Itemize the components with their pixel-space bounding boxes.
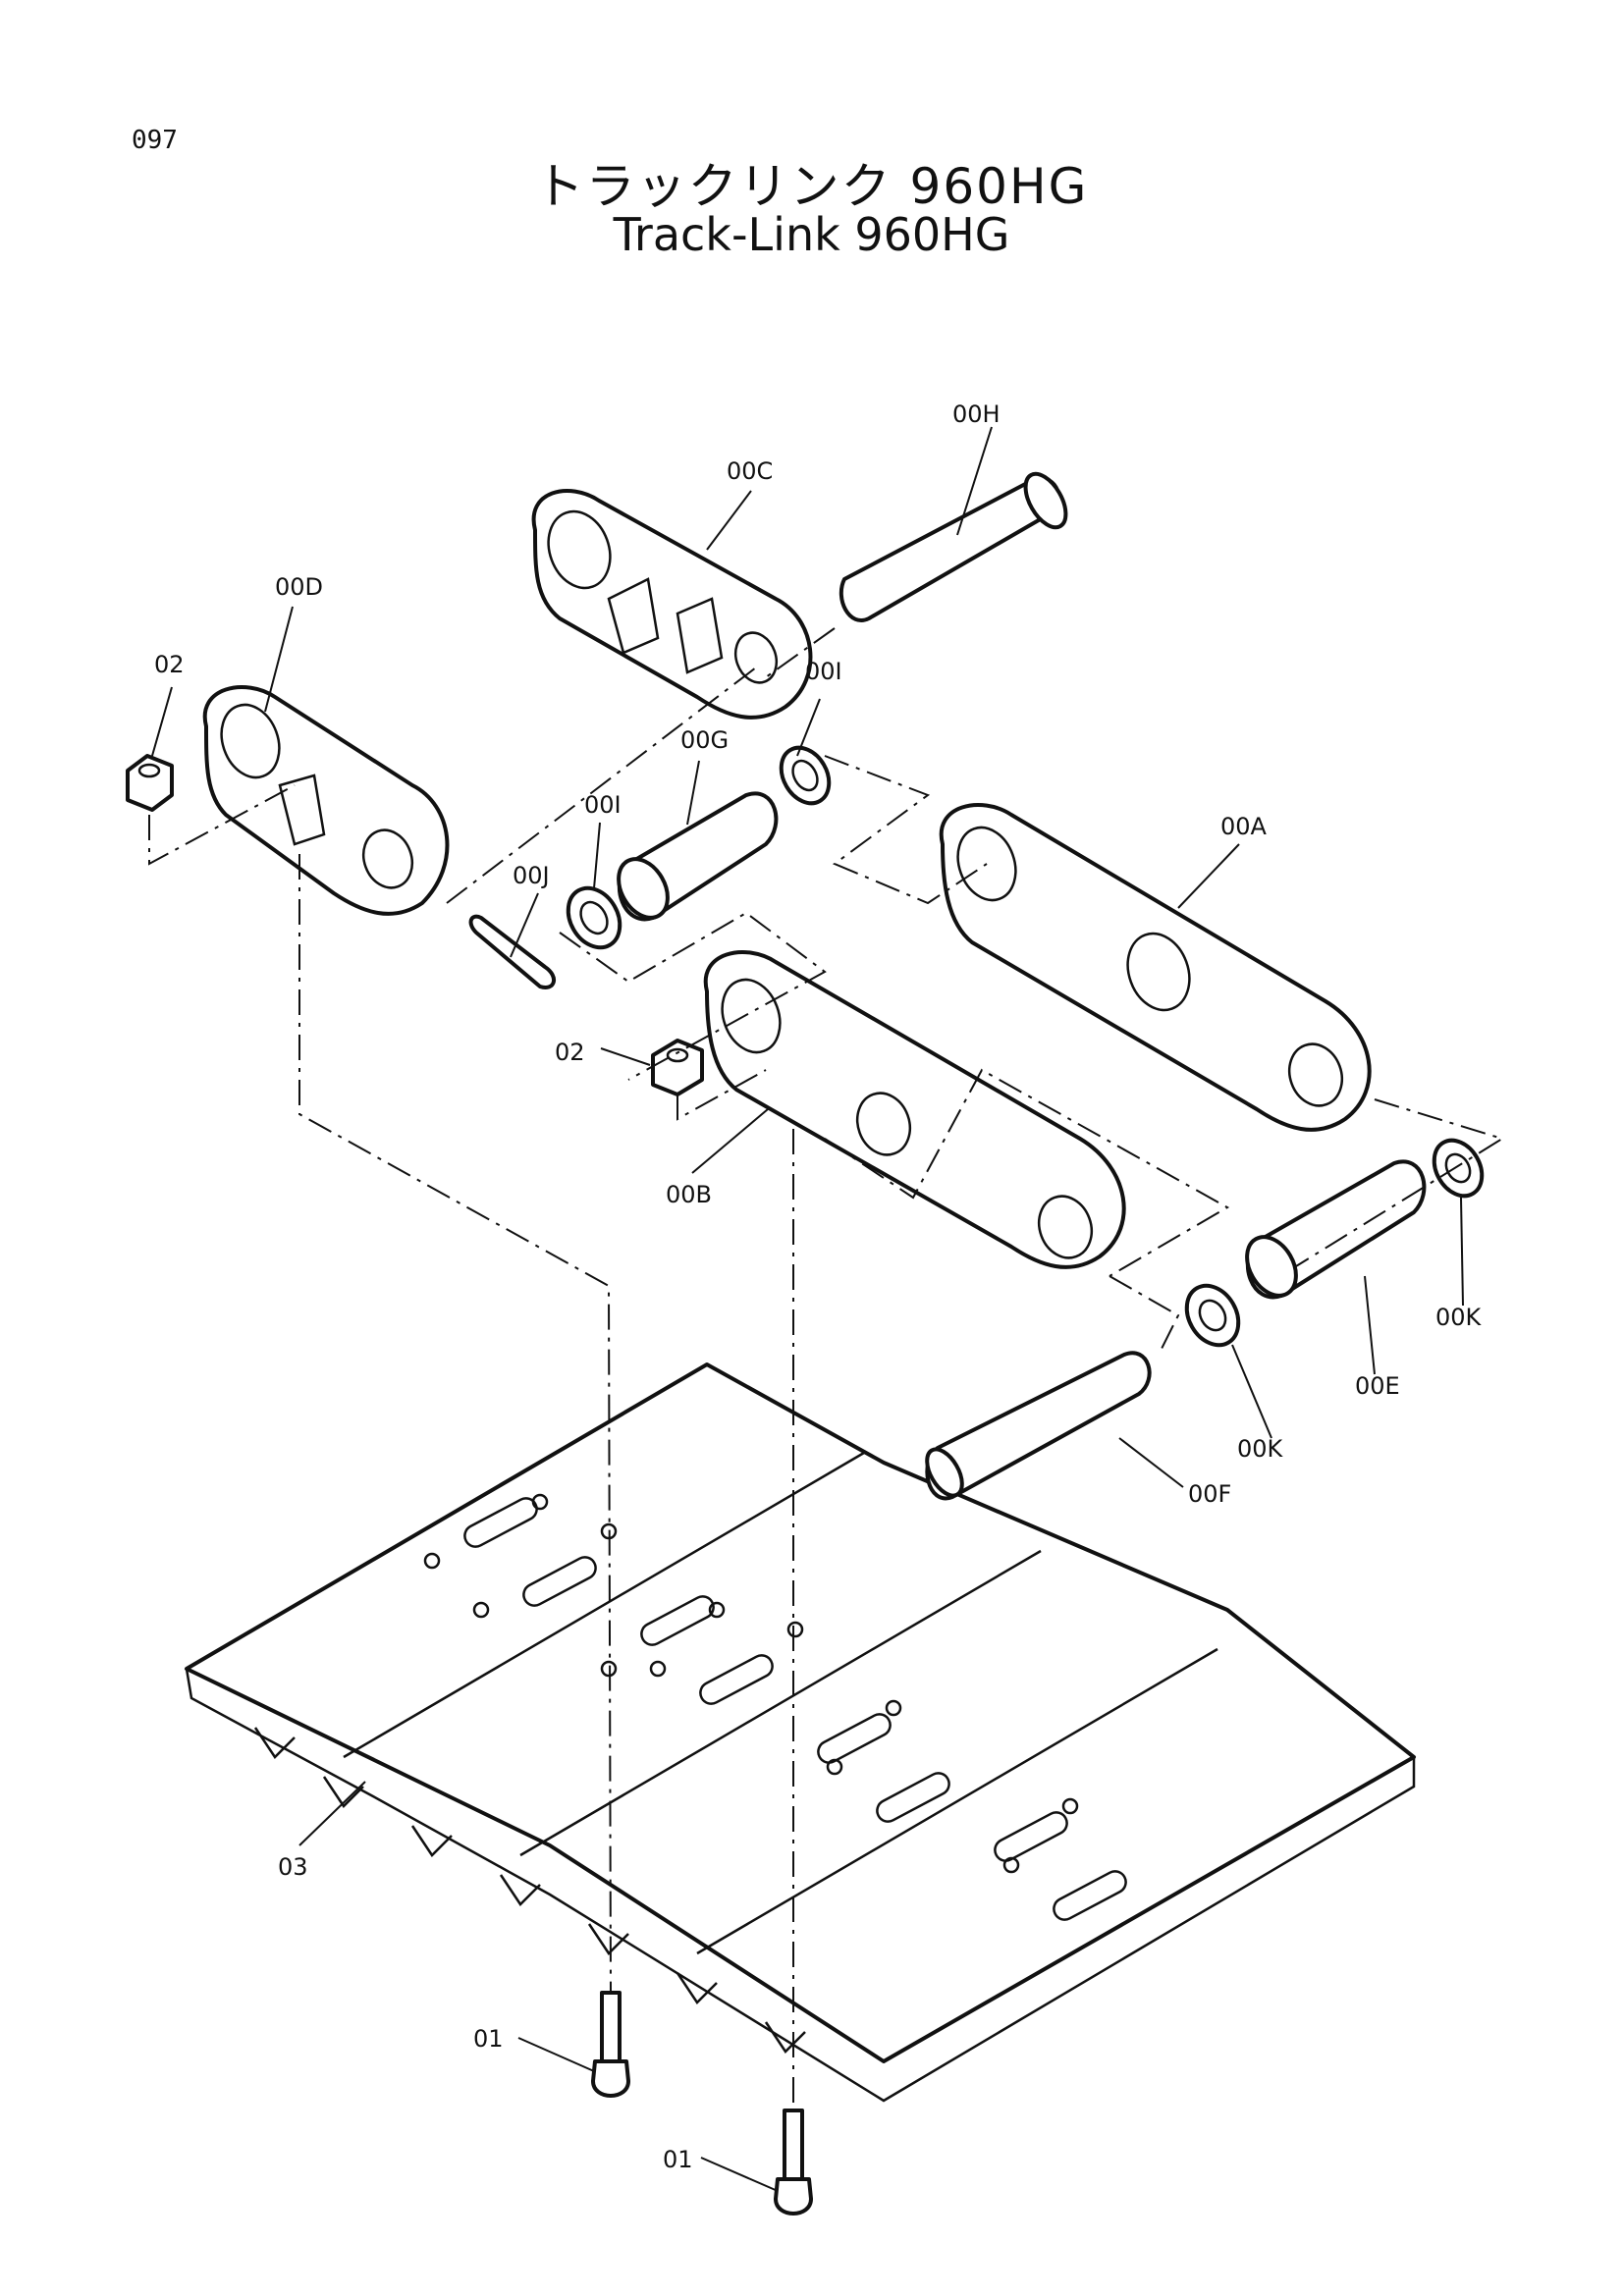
- title-english: Track-Link 960HG: [613, 208, 1010, 261]
- link-00A: [939, 803, 1372, 1132]
- seal-00I-right: [779, 745, 832, 806]
- nut-02-left: [126, 754, 174, 812]
- seal-00K-bottom: [1184, 1283, 1241, 1348]
- label-00H: 00H: [952, 400, 1001, 428]
- part-labels: 00H 00C 00D 02 00I 00G 00I 00J 00A 02 00…: [154, 400, 1483, 2173]
- label-02-center: 02: [555, 1039, 585, 1066]
- bushing-00G: [617, 791, 779, 922]
- label-00K-bottom: 00K: [1237, 1435, 1284, 1463]
- label-00E: 00E: [1355, 1372, 1400, 1400]
- label-00G: 00G: [680, 726, 729, 754]
- bolt-01-right: [774, 2109, 813, 2216]
- seal-00I-left: [566, 885, 622, 950]
- label-00A: 00A: [1220, 813, 1268, 840]
- label-00F: 00F: [1188, 1480, 1231, 1508]
- label-02-left: 02: [154, 651, 185, 678]
- pin-00H: [839, 471, 1068, 622]
- label-00I-right: 00I: [805, 658, 842, 685]
- page-number: 097: [132, 126, 178, 155]
- label-01-left: 01: [473, 2025, 504, 2053]
- label-00I-left: 00I: [584, 791, 622, 819]
- label-00B: 00B: [666, 1181, 712, 1208]
- title-japanese: トラックリンク 960HG: [534, 158, 1089, 215]
- leader-lines: [151, 426, 1464, 2192]
- link-00D: [202, 685, 450, 916]
- link-00C: [531, 489, 813, 720]
- bushing-00E: [1245, 1159, 1427, 1300]
- nut-02-center: [651, 1039, 704, 1096]
- seal-00K-right: [1432, 1138, 1485, 1199]
- label-00D: 00D: [275, 573, 323, 601]
- link-00B: [703, 950, 1126, 1269]
- label-00J: 00J: [513, 862, 550, 889]
- assembly-lines: [148, 627, 1505, 2110]
- track-shoes: [185, 1362, 1416, 2103]
- label-00C: 00C: [727, 457, 773, 485]
- pin-00F: [925, 1351, 1152, 1501]
- label-00K-right: 00K: [1435, 1304, 1483, 1331]
- bolt-01-left: [591, 1991, 630, 2098]
- label-01-right: 01: [663, 2146, 693, 2173]
- label-03: 03: [278, 1853, 308, 1881]
